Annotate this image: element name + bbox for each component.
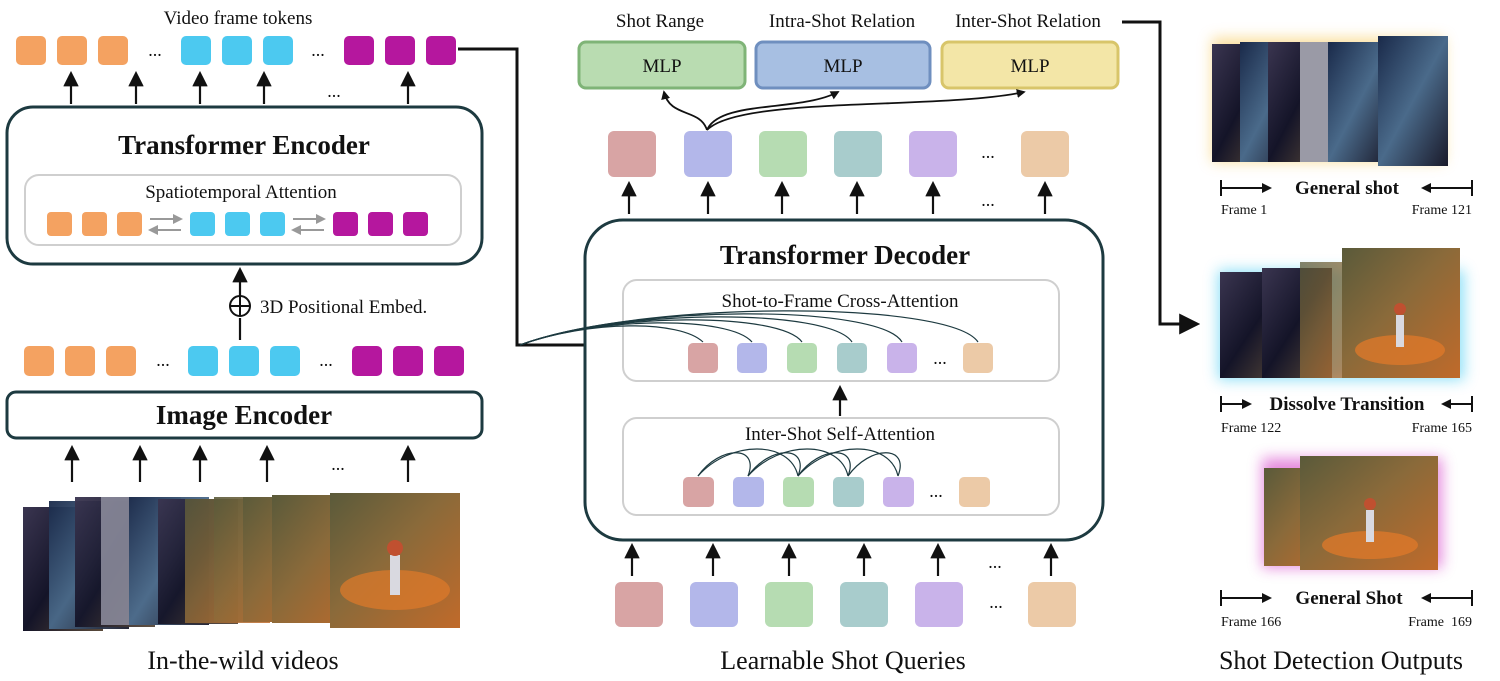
image-encoder-title: Image Encoder xyxy=(156,400,332,430)
mlp-box-shot-range xyxy=(577,40,747,90)
output-end-frame: Frame 165 xyxy=(1412,421,1472,436)
decoder-to-outputs-connector xyxy=(1122,20,1201,335)
image-encoder-box xyxy=(5,390,484,440)
mlp-box-intra-shot xyxy=(754,40,932,90)
cross-attention-label: Shot-to-Frame Cross-Attention xyxy=(722,291,959,312)
head-label-intra-shot: Intra-Shot Relation xyxy=(769,11,916,32)
query-ellipsis: ... xyxy=(933,348,947,368)
cross-attention-box xyxy=(622,279,1060,382)
transformer-encoder-title: Transformer Encoder xyxy=(118,130,370,160)
frame-token-magenta-1 xyxy=(344,36,374,65)
positional-embed-group: 3D Positional Embed. xyxy=(229,266,427,340)
video-frame-tokens-label: Video frame tokens xyxy=(164,8,313,29)
frame-token-cyan-2 xyxy=(222,36,252,65)
head-label-inter-shot: Inter-Shot Relation xyxy=(955,11,1101,32)
frame-token-magenta-3 xyxy=(426,36,456,65)
cross-attention-queries xyxy=(688,343,993,373)
range-bracket xyxy=(1220,180,1473,196)
mlp-label: MLP xyxy=(642,56,681,77)
output-group-general-shot-2: General Shot Frame 166 Frame 169 xyxy=(1220,456,1473,630)
head-label-shot-range: Shot Range xyxy=(616,11,704,32)
output-start-frame: Frame 1 xyxy=(1221,203,1267,218)
spatiotemporal-token-row xyxy=(47,212,428,236)
token-ellipsis: ... xyxy=(156,350,170,370)
encoder-to-decoder-connector xyxy=(458,47,618,356)
decoder-output-arrows xyxy=(621,180,1053,214)
outputs-caption: Shot Detection Outputs xyxy=(1219,646,1463,675)
self-attention-arcs xyxy=(697,448,901,477)
self-attention-box xyxy=(622,417,1060,516)
arrow-ellipsis: ... xyxy=(331,454,345,474)
range-bracket xyxy=(1220,590,1473,606)
mlp-box-inter-shot xyxy=(940,40,1120,90)
learnable-queries-caption: Learnable Shot Queries xyxy=(720,646,965,675)
video-frame-token-row: ... ... xyxy=(16,36,456,65)
self-attention-label: Inter-Shot Self-Attention xyxy=(745,424,936,445)
input-frame-arrows xyxy=(64,444,416,482)
query-ellipsis: ... xyxy=(989,592,1003,612)
decoder-output-queries xyxy=(608,131,1069,177)
token-ellipsis: ... xyxy=(148,40,162,60)
query-input-arrows xyxy=(624,542,1059,576)
self-attention-queries xyxy=(683,477,990,507)
learnable-shot-queries xyxy=(615,582,1076,627)
encoder-output-arrows xyxy=(63,70,416,104)
output-start-frame: Frame 122 xyxy=(1221,421,1281,436)
token-ellipsis: ... xyxy=(319,350,333,370)
frame-token-orange-1 xyxy=(16,36,46,65)
query-ellipsis: ... xyxy=(981,142,995,162)
output-group-general-shot-1: General shot Frame 1 Frame 121 xyxy=(1212,36,1473,218)
transformer-decoder-title: Transformer Decoder xyxy=(720,240,970,270)
spatiotemporal-attention-label: Spatiotemporal Attention xyxy=(145,182,337,203)
token-ellipsis: ... xyxy=(311,40,325,60)
arrow-ellipsis: ... xyxy=(327,81,341,101)
output-end-frame: Frame 169 xyxy=(1408,615,1472,630)
arrow-ellipsis: ... xyxy=(988,552,1002,572)
arrow-ellipsis: ... xyxy=(981,190,995,210)
frame-token-cyan-3 xyxy=(263,36,293,65)
output-shot-title: General shot xyxy=(1295,178,1400,199)
frame-token-magenta-2 xyxy=(385,36,415,65)
input-videos-caption: In-the-wild videos xyxy=(147,646,338,675)
output-start-frame: Frame 166 xyxy=(1221,615,1281,630)
output-group-dissolve-transition: Dissolve Transition Frame 122 Frame 165 xyxy=(1218,248,1473,436)
prediction-heads: Shot Range Intra-Shot Relation Inter-Sho… xyxy=(577,11,1120,90)
range-bracket xyxy=(1220,396,1473,412)
output-shot-title: Dissolve Transition xyxy=(1269,394,1424,415)
mlp-label: MLP xyxy=(1010,56,1049,77)
input-video-frames xyxy=(23,493,460,631)
output-end-frame: Frame 121 xyxy=(1412,203,1472,218)
output-shot-title: General Shot xyxy=(1295,588,1403,609)
image-token-row xyxy=(24,346,464,376)
query-ellipsis: ... xyxy=(929,481,943,501)
frame-token-cyan-1 xyxy=(181,36,211,65)
frame-token-orange-2 xyxy=(57,36,87,65)
query-to-mlp-arrows xyxy=(661,89,1026,131)
mlp-label: MLP xyxy=(823,56,862,77)
positional-embed-label: 3D Positional Embed. xyxy=(260,297,427,318)
cross-attention-curves xyxy=(519,310,979,346)
bidirectional-attention-arrows xyxy=(148,214,326,235)
frame-token-orange-3 xyxy=(98,36,128,65)
